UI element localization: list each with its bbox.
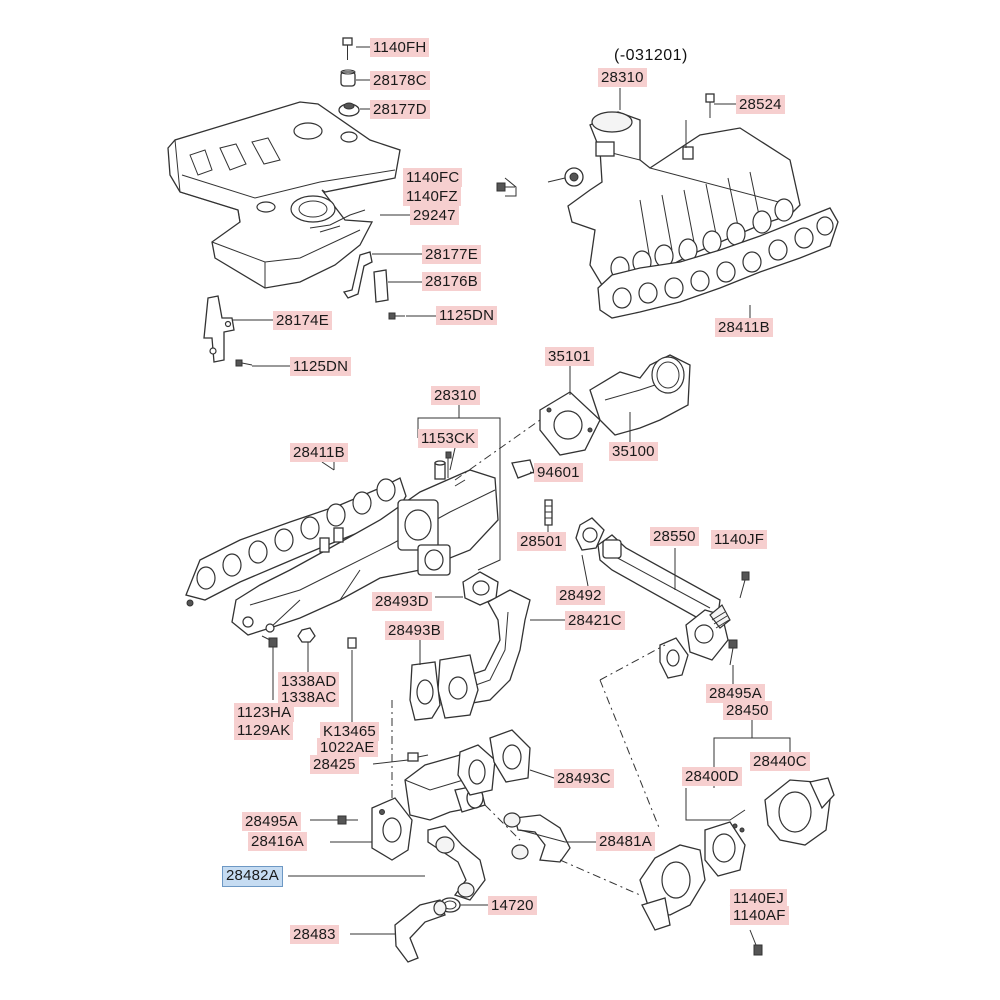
- part-label-28493d[interactable]: 28493D: [372, 592, 432, 611]
- exhaust-manifold-part: [231, 451, 499, 636]
- part-label-28177e[interactable]: 28177E: [422, 245, 481, 264]
- part-label-28450[interactable]: 28450: [723, 701, 772, 720]
- part-label-28550[interactable]: 28550: [650, 527, 699, 546]
- part-label-1123ha[interactable]: 1123HA: [234, 703, 295, 722]
- hose-28482a: [427, 825, 486, 901]
- hose-28483: [394, 899, 447, 963]
- part-label-28411b-top[interactable]: 28411B: [715, 318, 773, 337]
- grommet-28178c: [340, 69, 356, 87]
- part-label-28310-top[interactable]: 28310: [598, 68, 647, 87]
- part-label-28176b[interactable]: 28176B: [422, 272, 481, 291]
- stud-28501: [544, 499, 553, 526]
- gasket-28411b-mid: [185, 477, 407, 607]
- bracket-28177e: [342, 251, 373, 299]
- egr-valve-28440c: [764, 777, 835, 846]
- part-label-1140fh[interactable]: 1140FH: [370, 38, 430, 57]
- manifold-ports-top: [610, 198, 794, 280]
- part-label-28495a-right[interactable]: 28495A: [706, 684, 765, 703]
- part-label-29247[interactable]: 29247: [410, 206, 459, 225]
- part-label-28501[interactable]: 28501: [517, 532, 566, 551]
- part-label-28493b[interactable]: 28493B: [385, 621, 444, 640]
- part-label-28483[interactable]: 28483: [290, 925, 339, 944]
- bolt-1125dn-a: [388, 312, 405, 320]
- part-label-35100[interactable]: 35100: [609, 442, 658, 461]
- part-label-1140af[interactable]: 1140AF: [730, 906, 789, 925]
- bolt-28495a-right: [728, 639, 738, 666]
- leader-lines: [232, 46, 791, 935]
- part-label-28400d[interactable]: 28400D: [682, 767, 742, 786]
- part-label-1338ac[interactable]: 1338AC: [278, 688, 340, 707]
- egr-pipe-35100: [589, 354, 691, 436]
- hose-28481a: [503, 812, 571, 863]
- part-label-28310-mid[interactable]: 28310: [431, 386, 480, 405]
- flange-28416a: [371, 797, 413, 861]
- bolt-1125dn-b: [235, 359, 253, 367]
- part-label-28524[interactable]: 28524: [736, 95, 785, 114]
- part-label-14720[interactable]: 14720: [488, 896, 537, 915]
- part-label-28493c[interactable]: 28493C: [554, 769, 614, 788]
- clip-94601: [511, 459, 535, 479]
- part-label-1140fz[interactable]: 1140FZ: [403, 187, 461, 206]
- gasket-28492: [575, 517, 605, 551]
- part-label-28482a-selected[interactable]: 28482A: [222, 866, 283, 887]
- gasket-28493c-b: [489, 729, 531, 783]
- intake-manifold-top: [547, 93, 801, 291]
- part-label-94601[interactable]: 94601: [534, 463, 583, 482]
- bolt-1140ej: [749, 929, 763, 956]
- gasket-35101: [539, 391, 601, 456]
- nut-1338ad: [297, 627, 316, 643]
- part-label-28421c[interactable]: 28421C: [565, 611, 625, 630]
- gasket-28493d: [462, 571, 499, 606]
- bracket-28174e: [203, 295, 235, 363]
- part-label-28178c[interactable]: 28178C: [370, 71, 430, 90]
- gasket-28493c-a: [457, 744, 496, 796]
- part-label-1125dn-a[interactable]: 1125DN: [436, 306, 498, 325]
- part-label-1140ej[interactable]: 1140EJ: [730, 889, 787, 908]
- egr-pipe-28550: [597, 534, 731, 661]
- part-label-28495a-left[interactable]: 28495A: [242, 812, 301, 831]
- part-label-1125dn-b[interactable]: 1125DN: [290, 357, 352, 376]
- egr-valve-28400d: [639, 821, 746, 931]
- bolt-28495a-left: [337, 815, 358, 825]
- alignment-dashes: [391, 419, 666, 896]
- part-label-1129ak[interactable]: 1129AK: [234, 721, 294, 740]
- part-label-28177d[interactable]: 28177D: [370, 100, 430, 119]
- part-label-k13465[interactable]: K13465: [320, 722, 379, 741]
- part-label-28416a[interactable]: 28416A: [248, 832, 307, 851]
- engine-cover-part: [167, 101, 401, 289]
- egr-pipe-28421c: [437, 589, 531, 719]
- small-bolts-valve: [732, 823, 745, 833]
- gasket-right-small: [659, 637, 689, 679]
- part-label-1153ck[interactable]: 1153CK: [418, 429, 479, 448]
- part-label-28440c[interactable]: 28440C: [750, 752, 810, 771]
- bolt-1123ha: [261, 635, 278, 648]
- part-label-1140fc[interactable]: 1140FC: [403, 168, 463, 187]
- part-label-1022ae[interactable]: 1022AE: [317, 738, 378, 757]
- bolt-1140jf: [739, 571, 750, 599]
- part-label-28481a[interactable]: 28481A: [596, 832, 655, 851]
- nut-k13465: [347, 637, 357, 649]
- part-label-1140jf[interactable]: 1140JF: [711, 530, 768, 549]
- part-label-28174e[interactable]: 28174E: [273, 311, 332, 330]
- clip-28176b: [373, 269, 389, 303]
- variant-code-header: (-031201): [614, 47, 688, 64]
- part-label-28411b-mid[interactable]: 28411B: [290, 443, 348, 462]
- part-label-1338ad[interactable]: 1338AD: [278, 672, 340, 691]
- cap-28177d: [338, 102, 360, 117]
- part-label-28425[interactable]: 28425: [310, 755, 359, 774]
- part-label-28492[interactable]: 28492: [556, 586, 605, 605]
- bolt-1140fc: [496, 182, 515, 192]
- part-label-35101[interactable]: 35101: [545, 347, 594, 366]
- gasket-28493b: [409, 661, 441, 721]
- gasket-28411b-top: [597, 207, 839, 319]
- bolt-1140fh: [342, 37, 353, 60]
